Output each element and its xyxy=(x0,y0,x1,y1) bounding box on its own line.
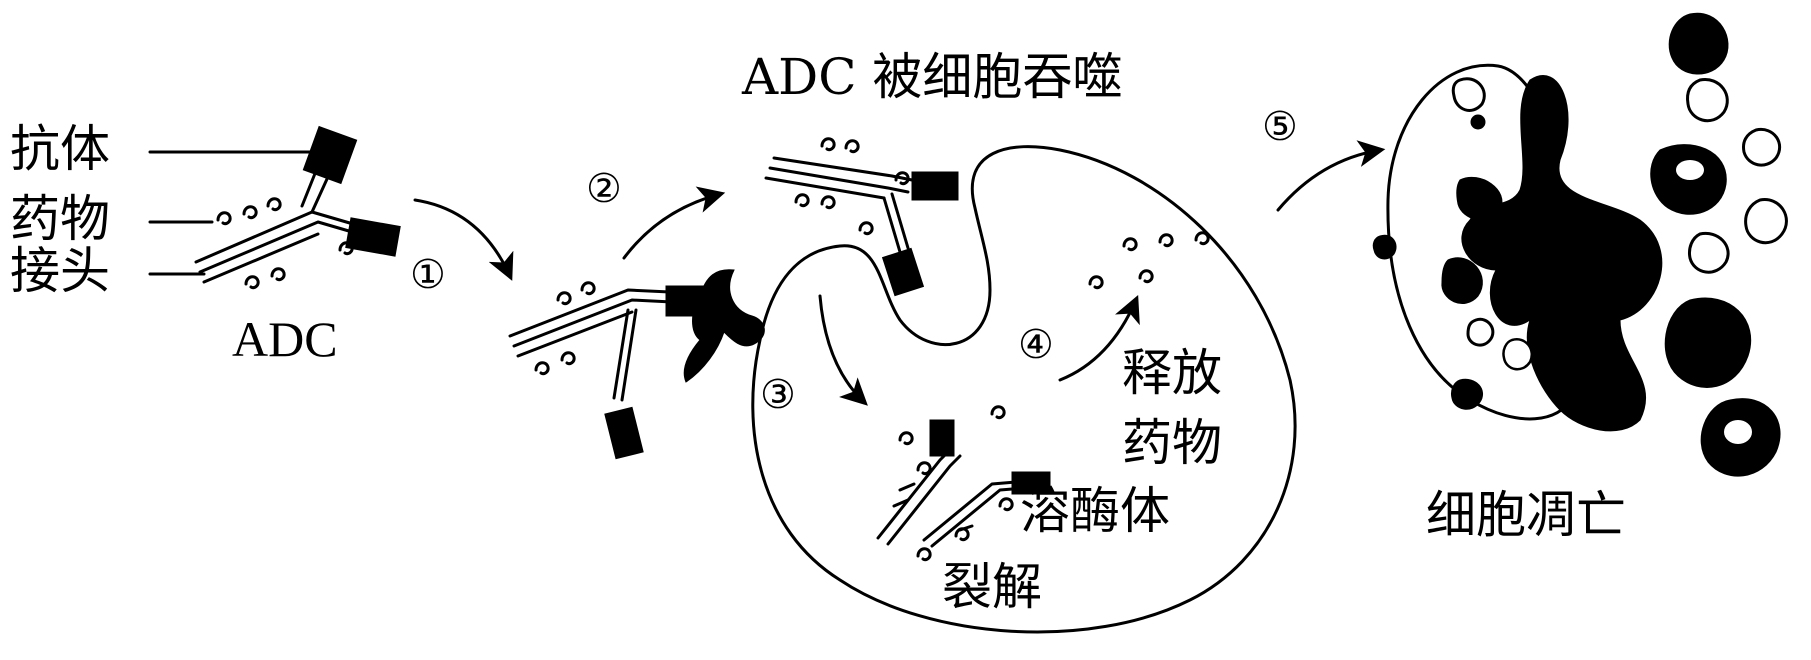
cell-receptor xyxy=(683,269,765,383)
label-adc: ADC xyxy=(232,311,338,367)
step-5-label: ⑤ xyxy=(1262,104,1298,150)
step-2-label: ② xyxy=(586,166,622,212)
label-engulfed: ADC 被细胞吞噬 xyxy=(741,48,1122,106)
cleaved-adc-fragments xyxy=(876,405,1051,562)
label-drug: 药物 xyxy=(10,190,110,248)
released-drug-molecules xyxy=(1088,231,1210,290)
step-1-label: ① xyxy=(410,252,446,298)
free-adc-group: 抗体 药物 接头 ADC xyxy=(10,120,401,367)
adc-molecule-engulfed xyxy=(764,137,959,297)
label-linker: 接头 xyxy=(10,242,110,300)
apoptotic-cell xyxy=(1372,12,1788,477)
label-apoptosis: 细胞凋亡 xyxy=(1426,486,1626,544)
step-3-label: ③ xyxy=(760,372,796,418)
adc-molecule-free xyxy=(194,125,401,290)
adc-binding-group xyxy=(508,269,765,460)
label-lysosome: 溶酶体 xyxy=(1020,482,1170,540)
arrow-step-2 xyxy=(622,186,726,260)
label-cleave: 裂解 xyxy=(942,558,1042,616)
apoptotic-body-top xyxy=(1668,12,1729,75)
label-release-1: 释放 xyxy=(1122,344,1222,402)
label-release-2: 药物 xyxy=(1122,414,1222,472)
arrow-step-4 xyxy=(1058,295,1140,382)
cell-membrane xyxy=(751,145,1297,634)
arrow-step-5 xyxy=(1276,140,1386,212)
step-4-label: ④ xyxy=(1018,322,1054,368)
arrow-step-1 xyxy=(413,198,514,281)
label-antibody: 抗体 xyxy=(10,120,110,178)
arrow-step-3 xyxy=(818,294,868,406)
condensed-chromatin xyxy=(1461,75,1663,432)
step-marker-1: ① xyxy=(410,252,446,298)
